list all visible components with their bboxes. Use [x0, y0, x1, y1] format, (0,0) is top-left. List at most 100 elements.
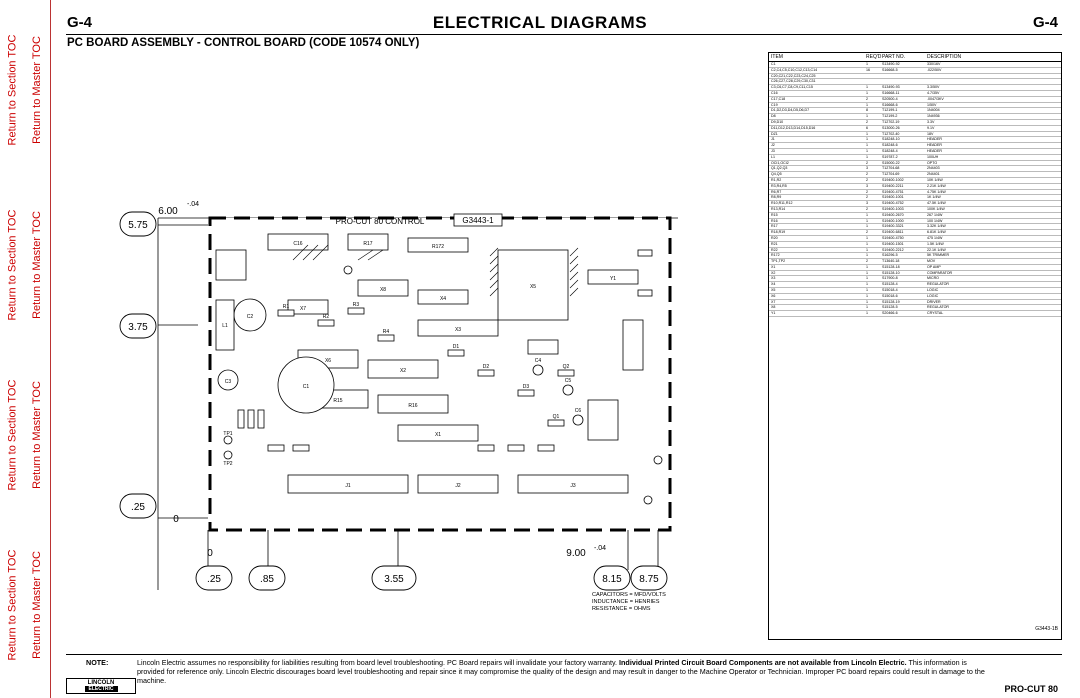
page-code-right: G-4: [1032, 14, 1058, 31]
component-label: X5: [530, 284, 536, 290]
table-cell: R8,R9: [771, 195, 782, 200]
table-cell: S13490-92: [882, 62, 900, 66]
board-name-label: PRO-CUT 80 CONTROL: [336, 217, 425, 226]
table-cell: 6.81K 1/4W: [927, 230, 946, 235]
return-to-master-toc-link[interactable]: Return to Master TOC: [30, 36, 43, 144]
resistor: [292, 444, 310, 452]
table-cell: 100UH: [927, 154, 939, 159]
table-cell: LOGIC: [927, 288, 939, 293]
ic-microcontroller: [497, 249, 569, 321]
return-to-section-toc-link[interactable]: Return to Section TOC: [6, 209, 19, 321]
table-cell: 1K 1/4W: [927, 195, 941, 200]
dim-tolerance: -.04: [594, 545, 606, 552]
resistor: [507, 444, 525, 452]
return-to-master-toc-link[interactable]: Return to Master TOC: [30, 381, 43, 489]
table-cell: 1: [866, 137, 868, 142]
component-label: C1: [303, 384, 310, 390]
dim-label: 3.55: [384, 574, 404, 585]
component-label: L1: [222, 323, 228, 329]
ic-dip: [267, 233, 329, 251]
table-cell: MOV: [927, 259, 936, 264]
table-row: C26,C27,C28,C29,C30,C31: [769, 79, 1061, 86]
table-cell: OCI1,OCI2: [771, 160, 789, 165]
component-label: X2: [400, 368, 406, 374]
resistor: [637, 249, 653, 257]
column-header-item: ITEM: [771, 53, 783, 60]
resistor: [517, 389, 535, 397]
dim-bubble: [119, 313, 157, 339]
table-cell: C26,C27,C28,C29,C30,C31: [771, 79, 816, 84]
resistor: [267, 444, 285, 452]
table-cell: 1: [866, 85, 868, 90]
table-cell: COMPARATOR: [927, 270, 953, 275]
table-cell: 1: [866, 282, 868, 287]
dim-label-top: 6.00: [158, 206, 178, 217]
ic-dip: [357, 279, 409, 297]
table-cell: Y1: [771, 311, 776, 316]
table-cell: TP1,TP2: [771, 259, 786, 264]
table-cell: R21: [771, 241, 778, 246]
resistor: [377, 334, 395, 342]
table-cell: R3,R4,R5: [771, 183, 787, 188]
dim-label: 3.75: [128, 322, 148, 333]
ic-dip: [397, 424, 479, 442]
table-cell: 1: [866, 299, 868, 304]
table-cell: S19400-1002: [882, 177, 904, 182]
table-cell: 100K 1/4W: [927, 206, 945, 211]
return-to-section-toc-link[interactable]: Return to Section TOC: [6, 34, 19, 146]
table-cell: Q1,Q2,Q3: [771, 166, 788, 171]
connector-header: [622, 319, 644, 371]
table-cell: S15128-18: [882, 264, 900, 269]
return-to-master-toc-link[interactable]: Return to Master TOC: [30, 211, 43, 319]
lincoln-electric-logo: LINCOLN ELECTRIC: [66, 678, 136, 694]
table-cell: 2: [866, 189, 868, 194]
ic-dip: [407, 237, 469, 253]
component-label: R2: [323, 314, 330, 320]
resistor: [277, 309, 295, 317]
table-cell: 2: [866, 259, 868, 264]
table-cell: S19787-2: [882, 154, 898, 159]
component-label: Q1: [553, 414, 560, 420]
component-label: X7: [300, 306, 306, 312]
component-label: J2: [455, 483, 461, 489]
pc-board-diagram: 5.75 3.75 .25 .25 .85 3.55 8.15 8.75 6.0…: [119, 201, 678, 591]
return-to-master-toc-link[interactable]: Return to Master TOC: [30, 551, 43, 659]
return-to-section-toc-link[interactable]: Return to Section TOC: [6, 549, 19, 661]
note-text: Lincoln Electric assumes no responsibili…: [137, 658, 985, 686]
table-cell: C17,C18: [771, 96, 786, 101]
component-label: R3: [353, 302, 360, 308]
resistor: [547, 419, 565, 427]
table-cell: S20466-6: [882, 311, 898, 316]
table-cell: S20500-4: [882, 96, 898, 101]
table-cell: 3.32K 1/4W: [927, 224, 946, 229]
component-label: R15: [333, 398, 342, 404]
relay: [215, 299, 235, 351]
parts-list-header: ITEM REQ'D PART NO. DESCRIPTION: [769, 53, 1061, 62]
table-cell: 1: [866, 270, 868, 275]
connector-header: [417, 474, 499, 494]
table-cell: S16668-11: [882, 90, 900, 95]
table-cell: OP AMP: [927, 264, 941, 269]
table-cell: S19400-1501: [882, 241, 904, 246]
table-cell: .0047/3KV: [927, 96, 944, 101]
table-cell: R15: [771, 212, 778, 217]
table-cell: [927, 79, 1061, 84]
table-cell: S19400-1000: [882, 218, 904, 223]
return-to-section-toc-link[interactable]: Return to Section TOC: [6, 379, 19, 491]
table-cell: 2: [866, 172, 868, 177]
component-label: TP2: [223, 461, 232, 467]
table-cell: S15128-19: [882, 299, 900, 304]
table-cell: T13640-18: [882, 259, 900, 264]
component-label: X8: [380, 287, 386, 293]
ic-dip: [417, 319, 499, 337]
